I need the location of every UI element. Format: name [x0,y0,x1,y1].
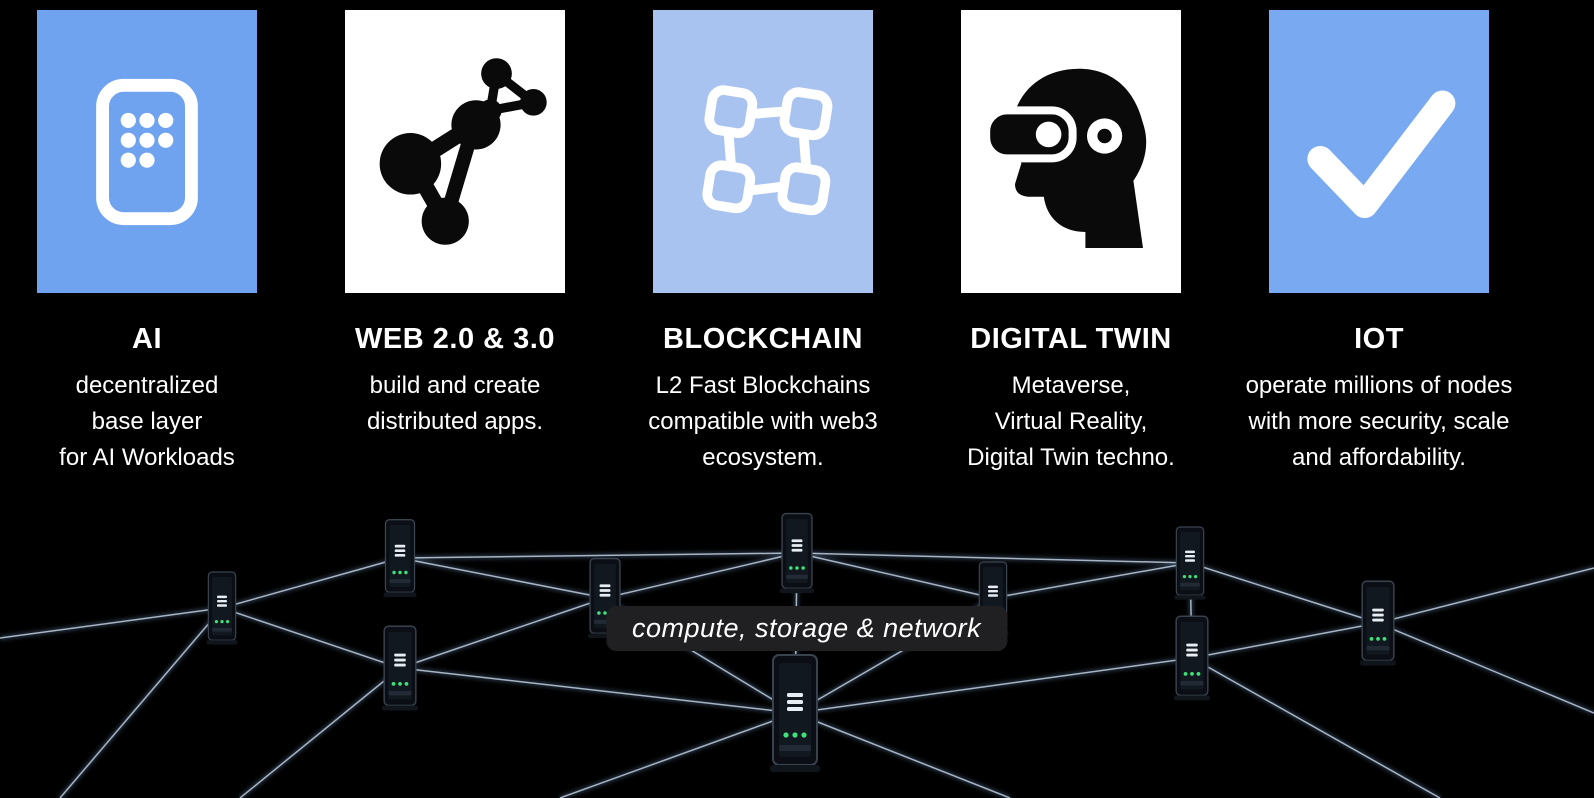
server-node [205,571,239,646]
card-title: AI [132,323,162,355]
web-tile [345,10,565,293]
card-description: L2 Fast Blockchains compatible with web3… [648,372,878,471]
network-label-pill: compute, storage & network [605,606,1008,651]
card-title: WEB 2.0 & 3.0 [355,323,555,355]
server-node [381,625,419,712]
check-icon [1306,90,1455,219]
server-network: compute, storage & network [0,498,1594,798]
feature-cards: AI decentralized base layer for AI Workl… [0,10,1529,476]
server-node [1173,526,1207,601]
server-node [779,512,815,594]
card-title: IOT [1354,323,1404,355]
ai-tile [37,10,257,293]
server-node [382,519,418,598]
digital-twin-tile [961,10,1181,293]
server-node [1173,615,1211,702]
feature-card-web: WEB 2.0 & 3.0 build and create distribut… [305,10,605,476]
vr-headset-icon [983,68,1147,248]
server-node [769,654,821,773]
card-description: Metaverse, Virtual Reality, Digital Twin… [967,372,1175,471]
feature-card-ai: AI decentralized base layer for AI Workl… [0,10,297,476]
card-title: BLOCKCHAIN [663,323,863,355]
feature-card-blockchain: BLOCKCHAIN L2 Fast Blockchains compatibl… [613,10,913,476]
server-node [1359,580,1397,667]
feature-card-digital-twin: DIGITAL TWIN Metaverse, Virtual Reality,… [921,10,1221,476]
network-label: compute, storage & network [631,613,982,643]
card-description: decentralized base layer for AI Workload… [59,372,235,471]
dot-matrix-device-icon [96,78,198,225]
blockchain-tile [653,10,873,293]
card-description: build and create distributed apps. [366,372,544,435]
card-description: operate millions of nodes with more secu… [1245,372,1513,471]
linked-blocks-icon [702,84,833,215]
card-title: DIGITAL TWIN [970,323,1172,355]
feature-card-iot: IOT operate millions of nodes with more … [1229,10,1529,476]
network-molecule-icon [379,58,547,245]
iot-tile [1269,10,1489,293]
